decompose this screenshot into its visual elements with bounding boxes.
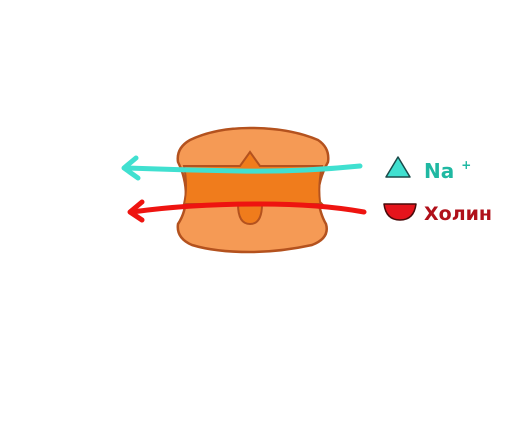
- choline-arrow: [127, 199, 367, 223]
- legend-choline-label: Холин: [424, 203, 492, 225]
- legend-sodium-text: Na: [424, 159, 454, 183]
- legend-sodium-superscript: +: [461, 158, 471, 172]
- sodium-arrow: [121, 155, 363, 181]
- legend-sodium-label: Na +: [424, 158, 471, 183]
- sodium-arrow-shaft: [123, 163, 363, 174]
- transporter-protein: [176, 126, 330, 254]
- sodium-arrow-head: [121, 155, 141, 181]
- choline-arrow-shaft: [129, 201, 367, 215]
- semicircle-icon: [383, 203, 417, 221]
- legend-choline: Холин: [383, 203, 492, 225]
- triangle-icon: [385, 156, 411, 178]
- legend-sodium: Na +: [385, 156, 471, 183]
- choline-arrow-head: [127, 199, 145, 223]
